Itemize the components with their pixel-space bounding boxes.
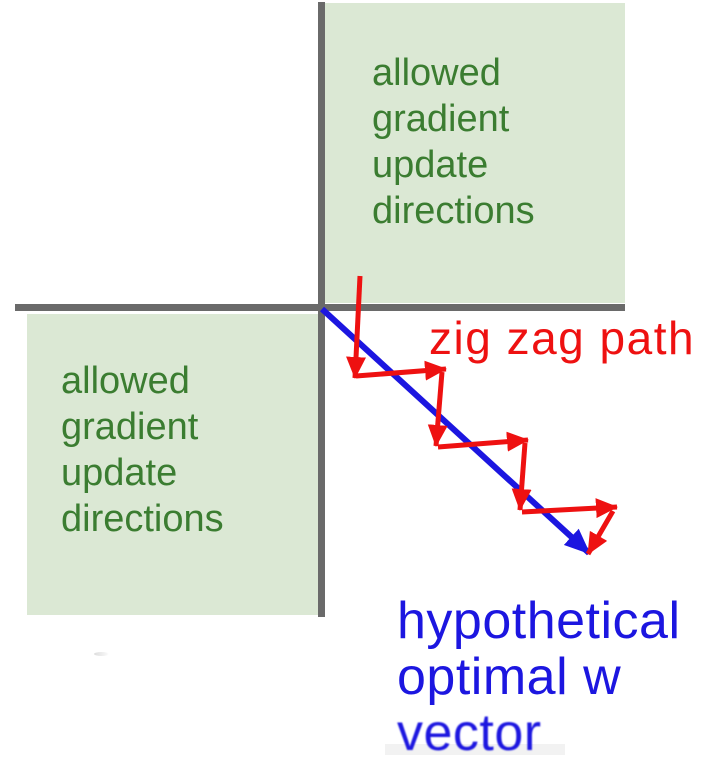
label-line: optimal w [397,648,622,706]
zigzag-segment-4 [437,431,529,452]
label-line: allowed [372,52,501,94]
label-line: allowed [61,360,190,402]
allowed-quadrant-bottom-left [27,314,318,615]
label-line: directions [61,498,224,540]
zigzag-segment-3 [427,371,448,447]
label-line: gradient [372,98,510,140]
zigzag-segment-6 [521,498,618,519]
smudge-artifact [94,652,109,656]
label-line: gradient [61,406,199,448]
allowed-directions-label-top-right: allowed gradient update directions [372,50,535,234]
optimal-w-vector-label: hypothetical optimal w vector [397,593,681,761]
label-line: vector [397,704,542,762]
zigzag-segment-2 [355,360,447,381]
label-line: update [372,144,489,186]
x-axis [15,304,625,311]
allowed-quadrant-top-right [325,3,625,303]
zigzag-segment-7 [585,509,616,556]
label-line: hypothetical [397,592,681,650]
zigzag-path-label: zig zag path [429,312,696,364]
label-line: directions [372,190,535,232]
blur-artifact-band [385,744,565,755]
label-line: update [61,452,178,494]
zigzag-segment-5 [511,442,532,511]
allowed-directions-label-bottom-left: allowed gradient update directions [61,358,224,542]
